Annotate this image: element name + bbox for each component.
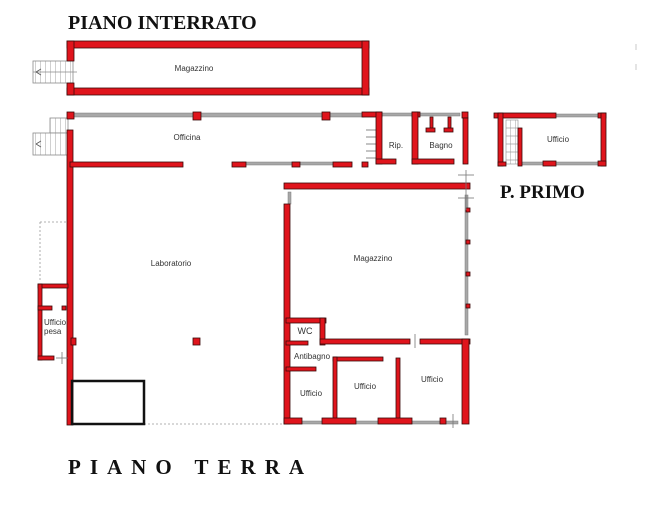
room-label-bagno: Bagno [429,141,453,150]
first-floor-plan: Ufficio [493,112,607,167]
room-label-ufficio-3: Ufficio [421,375,444,384]
room-label-ufficio-1: Ufficio [300,389,323,398]
room-label-ripostiglio: Rip. [389,141,403,150]
basement-title: PIANO INTERRATO [68,12,257,34]
room-label-wc: WC [298,326,313,336]
ground-floor-stairs [32,117,376,159]
ground-floor-title: PIANO TERRA [68,455,314,479]
room-label-magazzino: Magazzino [354,254,393,263]
ground-floor-windows [71,112,469,425]
room-label-ufficio-pesa: Ufficio [44,318,67,327]
room-label-laboratorio: Laboratorio [151,259,192,268]
outdoor-boundary [39,221,285,425]
ground-floor-plan: Officina Rip. Bagno Laboratorio Magazzin… [32,111,474,428]
ground-floor-walls [37,111,471,426]
room-label-antibagno: Antibagno [294,352,331,361]
door-markers [56,170,474,428]
first-floor-walls [493,112,607,167]
room-label-ufficio-2: Ufficio [354,382,377,391]
room-label-ufficio-first-floor: Ufficio [547,135,570,144]
basement-plan: Magazzino [32,40,370,96]
room-label-magazzino-basement: Magazzino [175,64,214,73]
room-label-officina: Officina [174,133,202,142]
first-floor-title: P. PRIMO [500,182,585,203]
basement-stairs [32,60,77,84]
first-floor-stairs [505,119,519,165]
basement-walls [66,40,370,96]
enclosure-outline [70,379,146,426]
room-label-ufficio-pesa-line2: pesa [44,327,62,336]
